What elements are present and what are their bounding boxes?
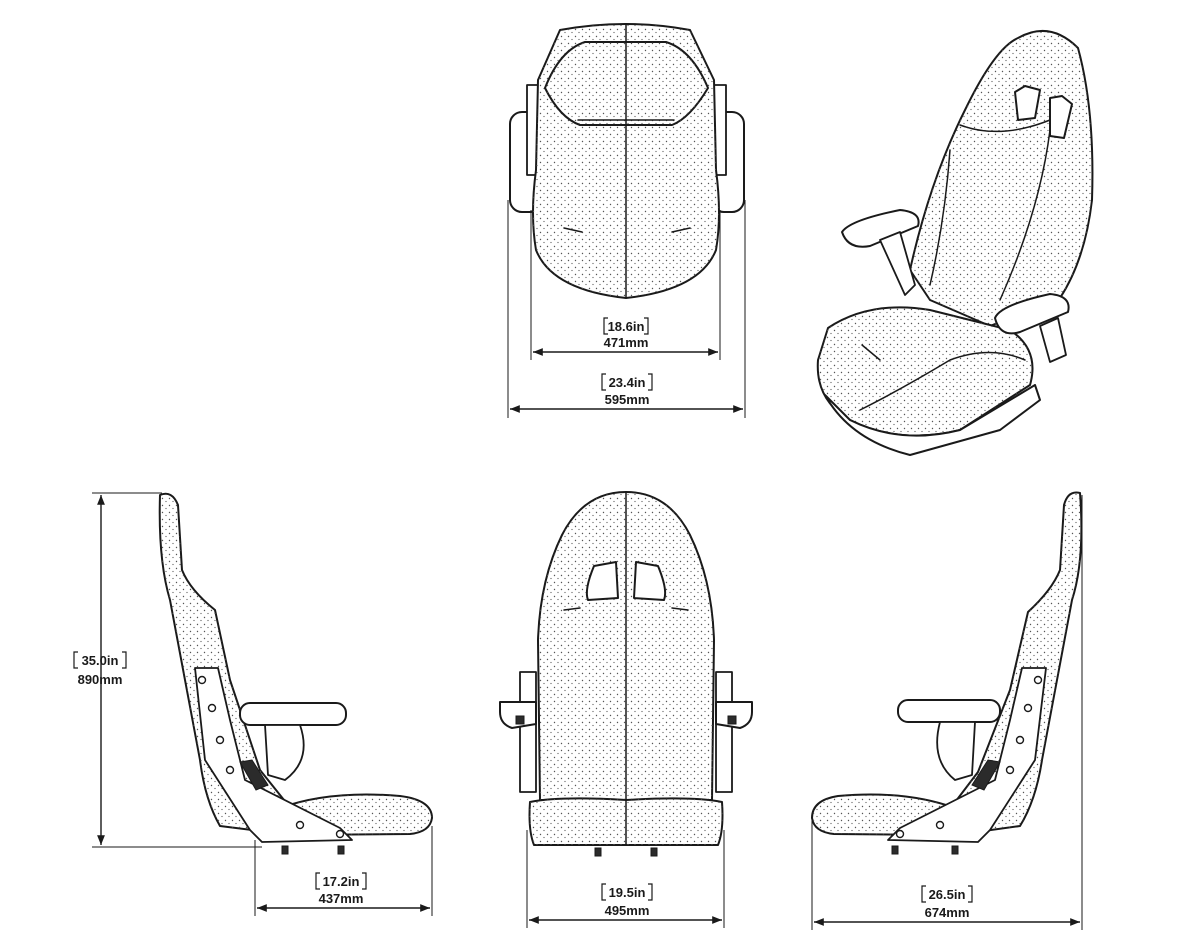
iso-harness-slot-right [1049,95,1073,139]
side-left-foot-1 [281,845,289,855]
side-view-right-seat [811,491,1083,855]
front-view-seat [499,491,753,857]
side-right-foot-1 [891,845,899,855]
dim-height-in: 35.0in [82,653,119,668]
dim-top-outer-in: 23.4in [609,375,646,390]
dim-front-width-mm: 495mm [605,903,650,918]
iso-harness-slot-left [1014,85,1041,121]
front-harness-slot-right [633,561,667,601]
front-left-armrest-knob [515,715,525,725]
dim-top-outer: 23.4in 595mm [507,200,746,418]
front-right-bracket [715,671,733,793]
dim-side-length-mm: 674mm [925,905,970,920]
front-harness-slot-left [585,561,619,601]
isometric-view-seat [816,30,1094,456]
side-left-armrest-bracket [264,724,305,781]
stitch-right [671,227,691,233]
iso-armrest-right [994,293,1070,335]
side-right-armrest [897,699,1001,723]
front-stitch-left [563,607,581,611]
dim-top-outer-mm: 595mm [605,392,650,407]
side-left-frame [194,667,353,843]
dim-height-mm: 890mm [78,672,123,687]
iso-cushion-stitch [861,344,881,361]
dim-side-length: 26.5in 674mm [811,495,1083,930]
side-left-armrest [239,702,347,726]
dim-side-length-in: 26.5in [929,887,966,902]
top-view-seat [509,23,745,299]
iso-base [824,384,1041,456]
front-foot-2 [650,847,658,857]
dim-top-inner: 18.6in 471mm [530,210,721,360]
iso-back-seam [959,119,1051,133]
side-right-harness-slot [971,759,1001,791]
front-stitch-right [671,607,689,611]
front-foot-1 [594,847,602,857]
side-left-harness-slot [239,759,269,791]
dim-top-inner-mm: 471mm [604,335,649,350]
side-right-armrest-bracket [936,721,976,781]
side-view-left-seat [158,492,433,855]
front-left-bracket [519,671,537,793]
dim-height: 35.0in 890mm [73,492,262,848]
dim-side-depth-mm: 437mm [319,891,364,906]
dim-side-depth: 17.2in 437mm [254,826,433,916]
iso-bolster-line-right [999,129,1051,301]
side-right-foot-2 [951,845,959,855]
dim-side-depth-in: 17.2in [323,874,360,889]
dim-front-width-in: 19.5in [609,885,646,900]
iso-armrest-left-post [879,231,916,296]
dim-front-width: 19.5in 495mm [526,830,725,928]
iso-bolster-line [929,149,951,286]
front-left-armrest [499,701,537,729]
front-right-armrest-knob [727,715,737,725]
iso-armrest-left [841,209,920,248]
stitch-left [563,227,583,233]
front-right-armrest [715,701,753,729]
iso-armrest-right-post [1039,317,1067,363]
side-left-foot-2 [337,845,345,855]
iso-cushion-seam [859,351,1026,411]
side-right-frame [887,667,1047,843]
dim-top-inner-in: 18.6in [608,319,645,334]
